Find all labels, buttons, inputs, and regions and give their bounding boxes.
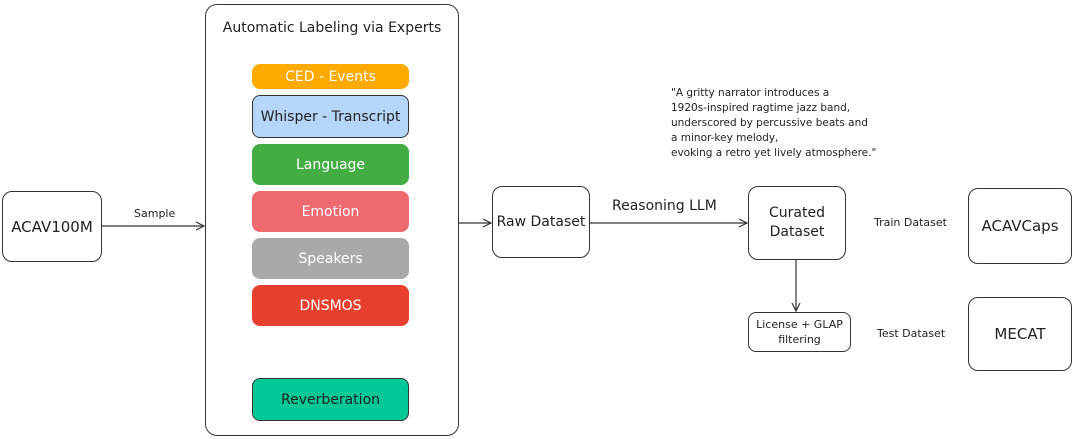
train-dataset-label: Train Dataset [874, 216, 947, 229]
raw-dataset-label: Raw Dataset [496, 214, 586, 230]
expert-label: Emotion [301, 203, 360, 220]
curated-dataset-node: Curated Dataset [748, 186, 846, 260]
raw-dataset-node: Raw Dataset [492, 186, 590, 258]
mecat-label: MECAT [994, 325, 1046, 343]
example-caption: "A gritty narrator introduces a 1920s-in… [671, 86, 911, 161]
caption-line: evoking a retro yet lively atmosphere." [671, 147, 877, 159]
expert-label: Speakers [298, 250, 363, 267]
sample-edge-label: Sample [134, 207, 176, 220]
expert-whisper-transcript: Whisper - Transcript [252, 95, 409, 138]
caption-line: 1920s-inspired ragtime jazz band, [671, 102, 851, 114]
caption-line: a minor-key melody, [671, 132, 779, 144]
curated-label-line1: Curated [769, 205, 825, 221]
caption-line: underscored by percussive beats and [671, 117, 868, 129]
reasoning-llm-edge-label: Reasoning LLM [612, 198, 717, 214]
acav100m-node: ACAV100M [2, 191, 102, 262]
expert-label: Language [295, 156, 366, 173]
caption-line: "A gritty narrator introduces a [671, 87, 830, 99]
expert-ced-events: CED - Events [252, 64, 409, 89]
expert-label: DNSMOS [299, 297, 362, 314]
expert-emotion: Emotion [252, 191, 409, 232]
acavcaps-label: ACAVCaps [981, 217, 1059, 235]
experts-panel-title: Automatic Labeling via Experts [222, 20, 442, 36]
expert-label: Reverberation [280, 391, 381, 408]
expert-label: CED - Events [285, 68, 376, 85]
filter-label-line2: filtering [778, 333, 821, 346]
expert-language: Language [252, 144, 409, 185]
expert-speakers: Speakers [252, 238, 409, 279]
acav100m-label: ACAV100M [11, 217, 93, 236]
filter-label-line1: License + GLAP [756, 318, 843, 331]
expert-reverberation: Reverberation [252, 378, 409, 421]
curated-label-line2: Dataset [769, 224, 825, 240]
test-dataset-label: Test Dataset [877, 327, 946, 340]
mecat-node: MECAT [968, 297, 1072, 371]
acavcaps-node: ACAVCaps [968, 188, 1072, 264]
expert-dnsmos: DNSMOS [252, 285, 409, 326]
license-glap-filter-node: License + GLAP filtering [748, 312, 851, 352]
expert-label: Whisper - Transcript [260, 108, 401, 125]
